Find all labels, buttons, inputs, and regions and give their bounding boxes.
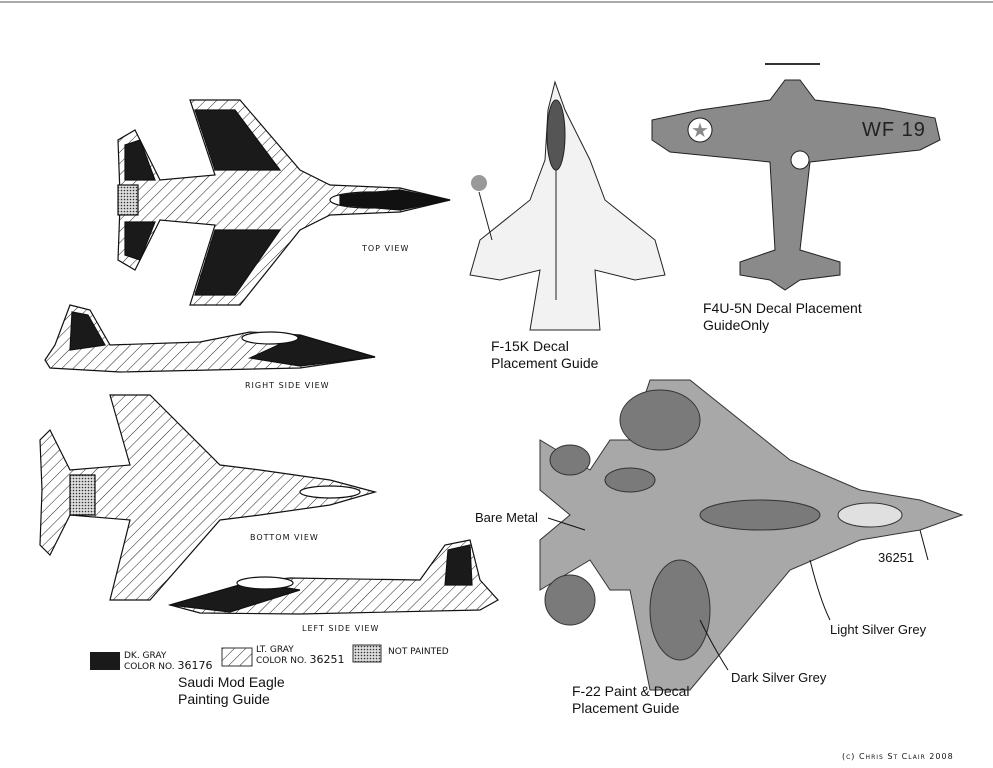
top-view-label: TOP VIEW	[362, 244, 410, 253]
legend-light-gray: LT. GRAY COLOR NO. 36251	[256, 645, 345, 666]
f15k-top-view	[469, 80, 666, 331]
light-silver-grey-callout: Light Silver Grey	[830, 622, 927, 637]
right-side-view-label: RIGHT SIDE VIEW	[245, 381, 330, 390]
f15-left-side-view	[167, 539, 499, 615]
legend-dark-gray: DK. GRAY COLOR NO. 36176	[124, 651, 213, 672]
left-side-view-label: LEFT SIDE VIEW	[302, 624, 380, 633]
copyright: (c) Chris St Clair 2008	[842, 752, 954, 761]
svg-text:★: ★	[691, 120, 709, 142]
legend-swatch-not-painted	[352, 644, 382, 663]
legend-not-painted: NOT PAINTED	[388, 647, 449, 657]
f15-right-side-view	[44, 304, 376, 373]
dark-silver-grey-callout: Dark Silver Grey	[731, 670, 827, 685]
f22-top-view	[539, 379, 964, 691]
bottom-view-label: BOTTOM VIEW	[250, 533, 319, 542]
f4u-marking: WF 19	[862, 119, 926, 141]
f15-bottom-view	[39, 394, 378, 601]
color-number-callout: 36251	[878, 550, 915, 565]
legend-swatch-dark-gray	[90, 652, 120, 670]
f15k-decal-leader	[478, 191, 493, 241]
f15-top-view	[117, 99, 451, 306]
f4u-top-view: ★	[651, 63, 941, 291]
f15k-roundel-decal	[471, 175, 487, 191]
bare-metal-callout: Bare Metal	[475, 510, 538, 525]
legend-swatch-light-gray	[221, 647, 253, 667]
